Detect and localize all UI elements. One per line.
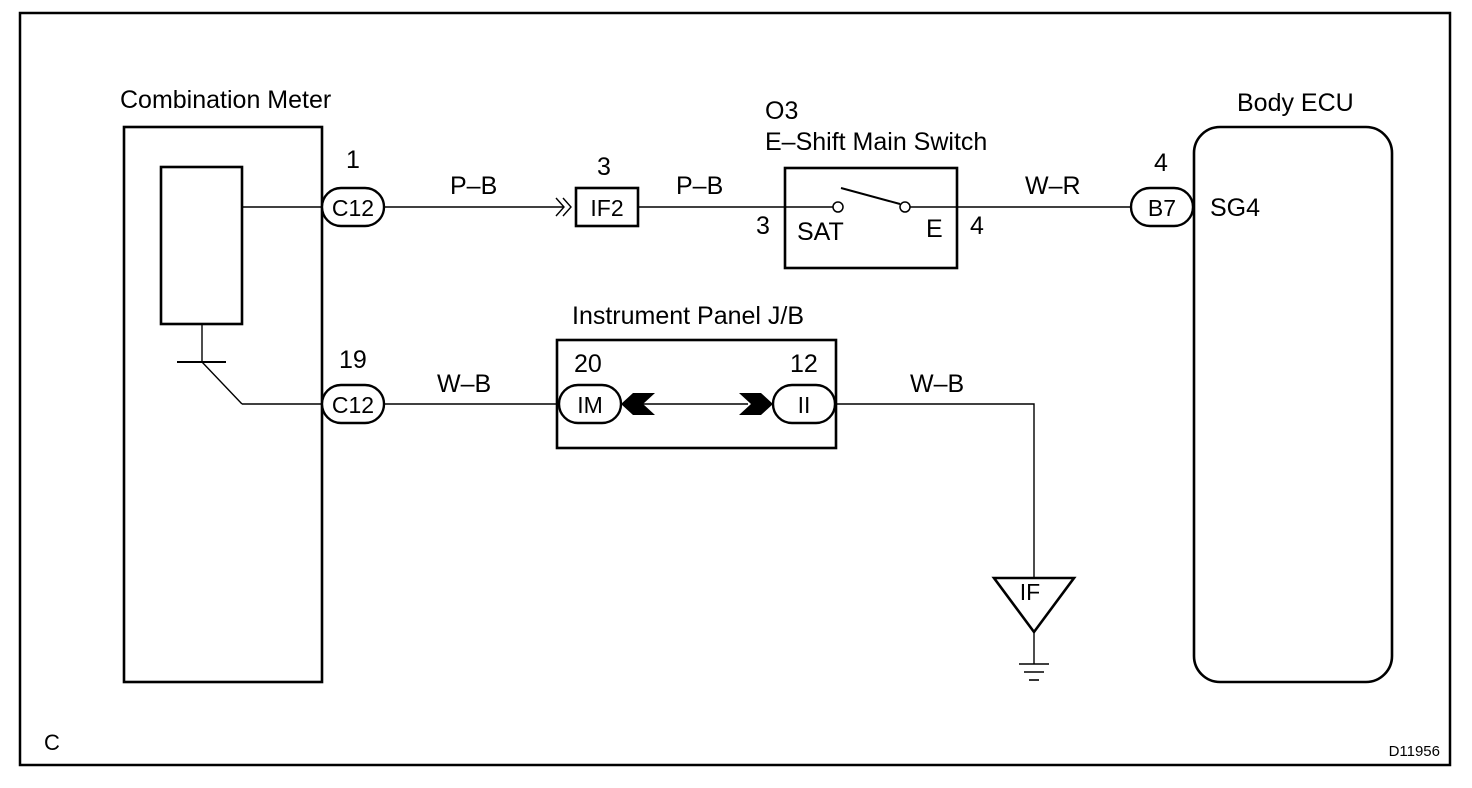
b7-code: B7 bbox=[1148, 195, 1176, 221]
ii-arrow bbox=[739, 393, 773, 415]
section-letter: C bbox=[44, 730, 60, 755]
switch-e-pin: 4 bbox=[970, 212, 984, 240]
meter-indicator-element bbox=[159, 165, 244, 326]
switch-sat-pin: 3 bbox=[756, 212, 770, 240]
im-arrow bbox=[621, 393, 655, 415]
ground-point-code: IF bbox=[1020, 579, 1040, 605]
b7-pin: 4 bbox=[1154, 149, 1168, 177]
wire-jb-to-ground-color: W–B bbox=[910, 370, 964, 398]
c12-bottom-code: C12 bbox=[332, 392, 374, 418]
ground-point-if bbox=[991, 576, 1077, 635]
switch-code: O3 bbox=[765, 97, 798, 125]
if2-code: IF2 bbox=[590, 195, 623, 221]
c12-bottom-pin: 19 bbox=[339, 346, 367, 374]
ground-symbol-icon bbox=[1019, 663, 1049, 681]
im-code: IM bbox=[577, 392, 603, 418]
switch-blade bbox=[840, 187, 901, 205]
switch-contact-sat bbox=[832, 201, 844, 213]
wire-if2-to-switch-color: P–B bbox=[676, 172, 723, 200]
b7-connector bbox=[1129, 186, 1195, 228]
switch-sat-label: SAT bbox=[797, 218, 844, 246]
junction-block-label: Instrument Panel J/B bbox=[572, 302, 804, 330]
switch-e-label: E bbox=[926, 215, 943, 243]
if2-chevron-inner bbox=[562, 197, 572, 217]
ii-pin: 12 bbox=[790, 350, 818, 378]
wire-switch-to-ecu-color: W–R bbox=[1025, 172, 1081, 200]
if2-chevron-outer bbox=[555, 197, 565, 217]
wire-jb-to-ground bbox=[835, 403, 1035, 578]
body-ecu-label: Body ECU bbox=[1237, 89, 1354, 117]
c12-top-code: C12 bbox=[332, 195, 374, 221]
c12-top-pin: 1 bbox=[346, 146, 360, 174]
switch-contact-e bbox=[899, 201, 911, 213]
combination-meter-label: Combination Meter bbox=[120, 86, 331, 114]
ii-code: II bbox=[798, 392, 811, 418]
junction-block-box bbox=[555, 338, 838, 450]
switch-name: E–Shift Main Switch bbox=[765, 128, 987, 156]
wire-meter-to-jb-color: W–B bbox=[437, 370, 491, 398]
ecu-terminal-sg4: SG4 bbox=[1210, 194, 1260, 222]
meter-internal-switch-blade bbox=[201, 361, 243, 405]
wire-meter-to-if2-color: P–B bbox=[450, 172, 497, 200]
body-ecu-box bbox=[1192, 125, 1394, 684]
im-pin: 20 bbox=[574, 350, 602, 378]
diagram-id: D11956 bbox=[1389, 743, 1440, 760]
diagram-frame bbox=[18, 11, 1452, 767]
if2-pin: 3 bbox=[597, 153, 611, 181]
switch-box bbox=[783, 166, 959, 270]
